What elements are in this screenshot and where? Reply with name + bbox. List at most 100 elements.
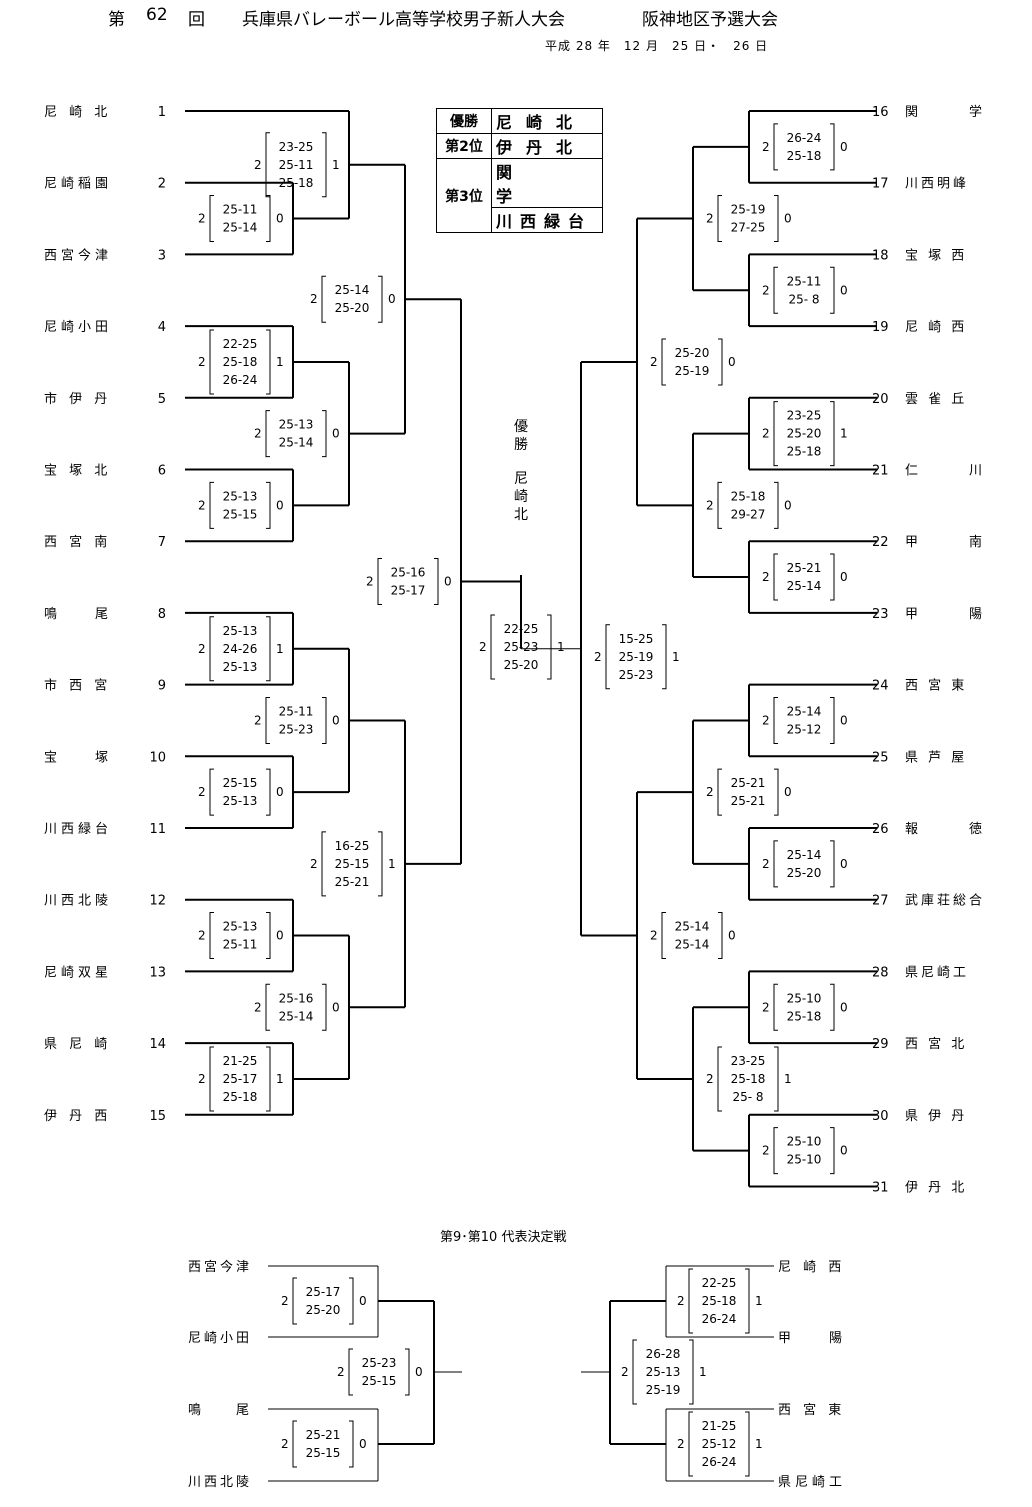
set-score: 25-11 <box>223 203 258 217</box>
right-team-name: 西 宮 東 <box>905 678 967 694</box>
set-score: 25-14 <box>675 920 710 934</box>
set-score: 25-18 <box>731 1072 766 1086</box>
score-bracket <box>209 1046 214 1112</box>
third-label: 第3位 <box>436 158 492 233</box>
right-team-number: 24 <box>872 679 889 694</box>
score-sets-won: 2 <box>310 292 318 306</box>
set-score: 25-17 <box>223 1072 258 1086</box>
score-sets-won: 2 <box>254 158 262 172</box>
set-score: 25- 8 <box>788 292 819 306</box>
set-score: 25-17 <box>306 1285 341 1299</box>
score-bracket <box>830 983 835 1031</box>
right-team-name: 関 学 <box>905 104 985 120</box>
score-bracket <box>377 558 382 606</box>
left-team-number: 5 <box>158 392 166 407</box>
score-bracket <box>830 553 835 601</box>
left-team-number: 15 <box>149 1109 166 1124</box>
set-score: 25-13 <box>279 418 314 432</box>
champion-name: 尼崎北 <box>514 471 528 523</box>
set-score: 25-14 <box>675 938 710 952</box>
score-bracket <box>209 481 214 529</box>
set-score: 25-10 <box>787 1135 822 1149</box>
score-sets-won: 2 <box>479 640 487 654</box>
right-team-name: 雲 雀 丘 <box>905 392 967 407</box>
score-sets-won: 2 <box>198 498 206 512</box>
set-score: 25-11 <box>279 158 314 172</box>
right-team-name: 武庫荘総合 <box>905 894 985 909</box>
set-score: 25-20 <box>306 1303 341 1317</box>
score-sets-won: 2 <box>254 427 262 441</box>
score-sets-won: 2 <box>254 1000 262 1014</box>
third-team-b: 川西緑台 <box>491 207 603 233</box>
set-score: 25-11 <box>223 938 258 952</box>
right-team-number: 17 <box>872 177 889 192</box>
right-team-number: 16 <box>872 105 889 120</box>
right-team-name: 西 宮 北 <box>905 1036 967 1052</box>
set-score: 25-14 <box>787 704 822 718</box>
set-score: 25-10 <box>787 1153 822 1167</box>
score-bracket <box>321 275 326 323</box>
score-sets-lost: 0 <box>840 140 848 154</box>
set-score: 25-21 <box>306 1428 341 1442</box>
score-sets-lost: 1 <box>276 355 284 369</box>
score-sets-won: 2 <box>281 1294 289 1308</box>
right-team-number: 26 <box>872 822 889 837</box>
set-score: 25-13 <box>223 920 258 934</box>
score-sets-lost: 1 <box>332 158 340 172</box>
playoff-right-team: 西 宮 東 <box>778 1402 845 1418</box>
score-sets-won: 2 <box>198 212 206 226</box>
score-sets-lost: 0 <box>444 575 452 589</box>
set-score: 29-27 <box>731 507 766 521</box>
right-team-number: 31 <box>872 1181 889 1196</box>
left-team-number: 14 <box>149 1037 166 1052</box>
left-team-name: 伊 丹 西 <box>44 1109 111 1124</box>
score-bracket <box>266 329 271 395</box>
score-sets-lost: 1 <box>755 1437 763 1451</box>
left-team-number: 12 <box>149 894 166 909</box>
set-score: 16-25 <box>335 839 370 853</box>
score-sets-lost: 0 <box>415 1365 423 1379</box>
set-score: 22-25 <box>223 337 258 351</box>
score-bracket <box>378 831 383 897</box>
score-bracket <box>717 1046 722 1112</box>
score-bracket <box>830 401 835 467</box>
score-sets-lost: 0 <box>840 283 848 297</box>
score-bracket <box>265 410 270 458</box>
left-team-name: 尼崎稲園 <box>44 177 112 192</box>
score-bracket <box>773 553 778 601</box>
score-bracket <box>322 696 327 744</box>
left-team-number: 4 <box>158 320 166 335</box>
right-team-name: 報 徳 <box>905 822 985 837</box>
set-score: 15-25 <box>619 632 654 646</box>
score-bracket <box>773 123 778 171</box>
right-team-name: 甲 陽 <box>905 607 985 622</box>
left-team-name: 県 尼 崎 <box>44 1037 111 1052</box>
right-team-number: 21 <box>872 464 889 479</box>
set-score: 25-18 <box>787 445 822 459</box>
results-table: 優勝 尼崎北 第2位 伊丹北 第3位 関学 川西緑台 <box>436 108 603 233</box>
left-team-number: 1 <box>158 105 166 120</box>
score-bracket <box>773 401 778 467</box>
date-line: 平成 28 年 12 月 25 日・ 26 日 <box>545 39 769 53</box>
score-sets-lost: 0 <box>276 212 284 226</box>
left-team-name: 宝 塚 <box>44 750 112 765</box>
score-sets-lost: 0 <box>276 498 284 512</box>
set-score: 26-24 <box>787 131 822 145</box>
score-bracket <box>209 329 214 395</box>
set-score: 27-25 <box>731 221 766 235</box>
